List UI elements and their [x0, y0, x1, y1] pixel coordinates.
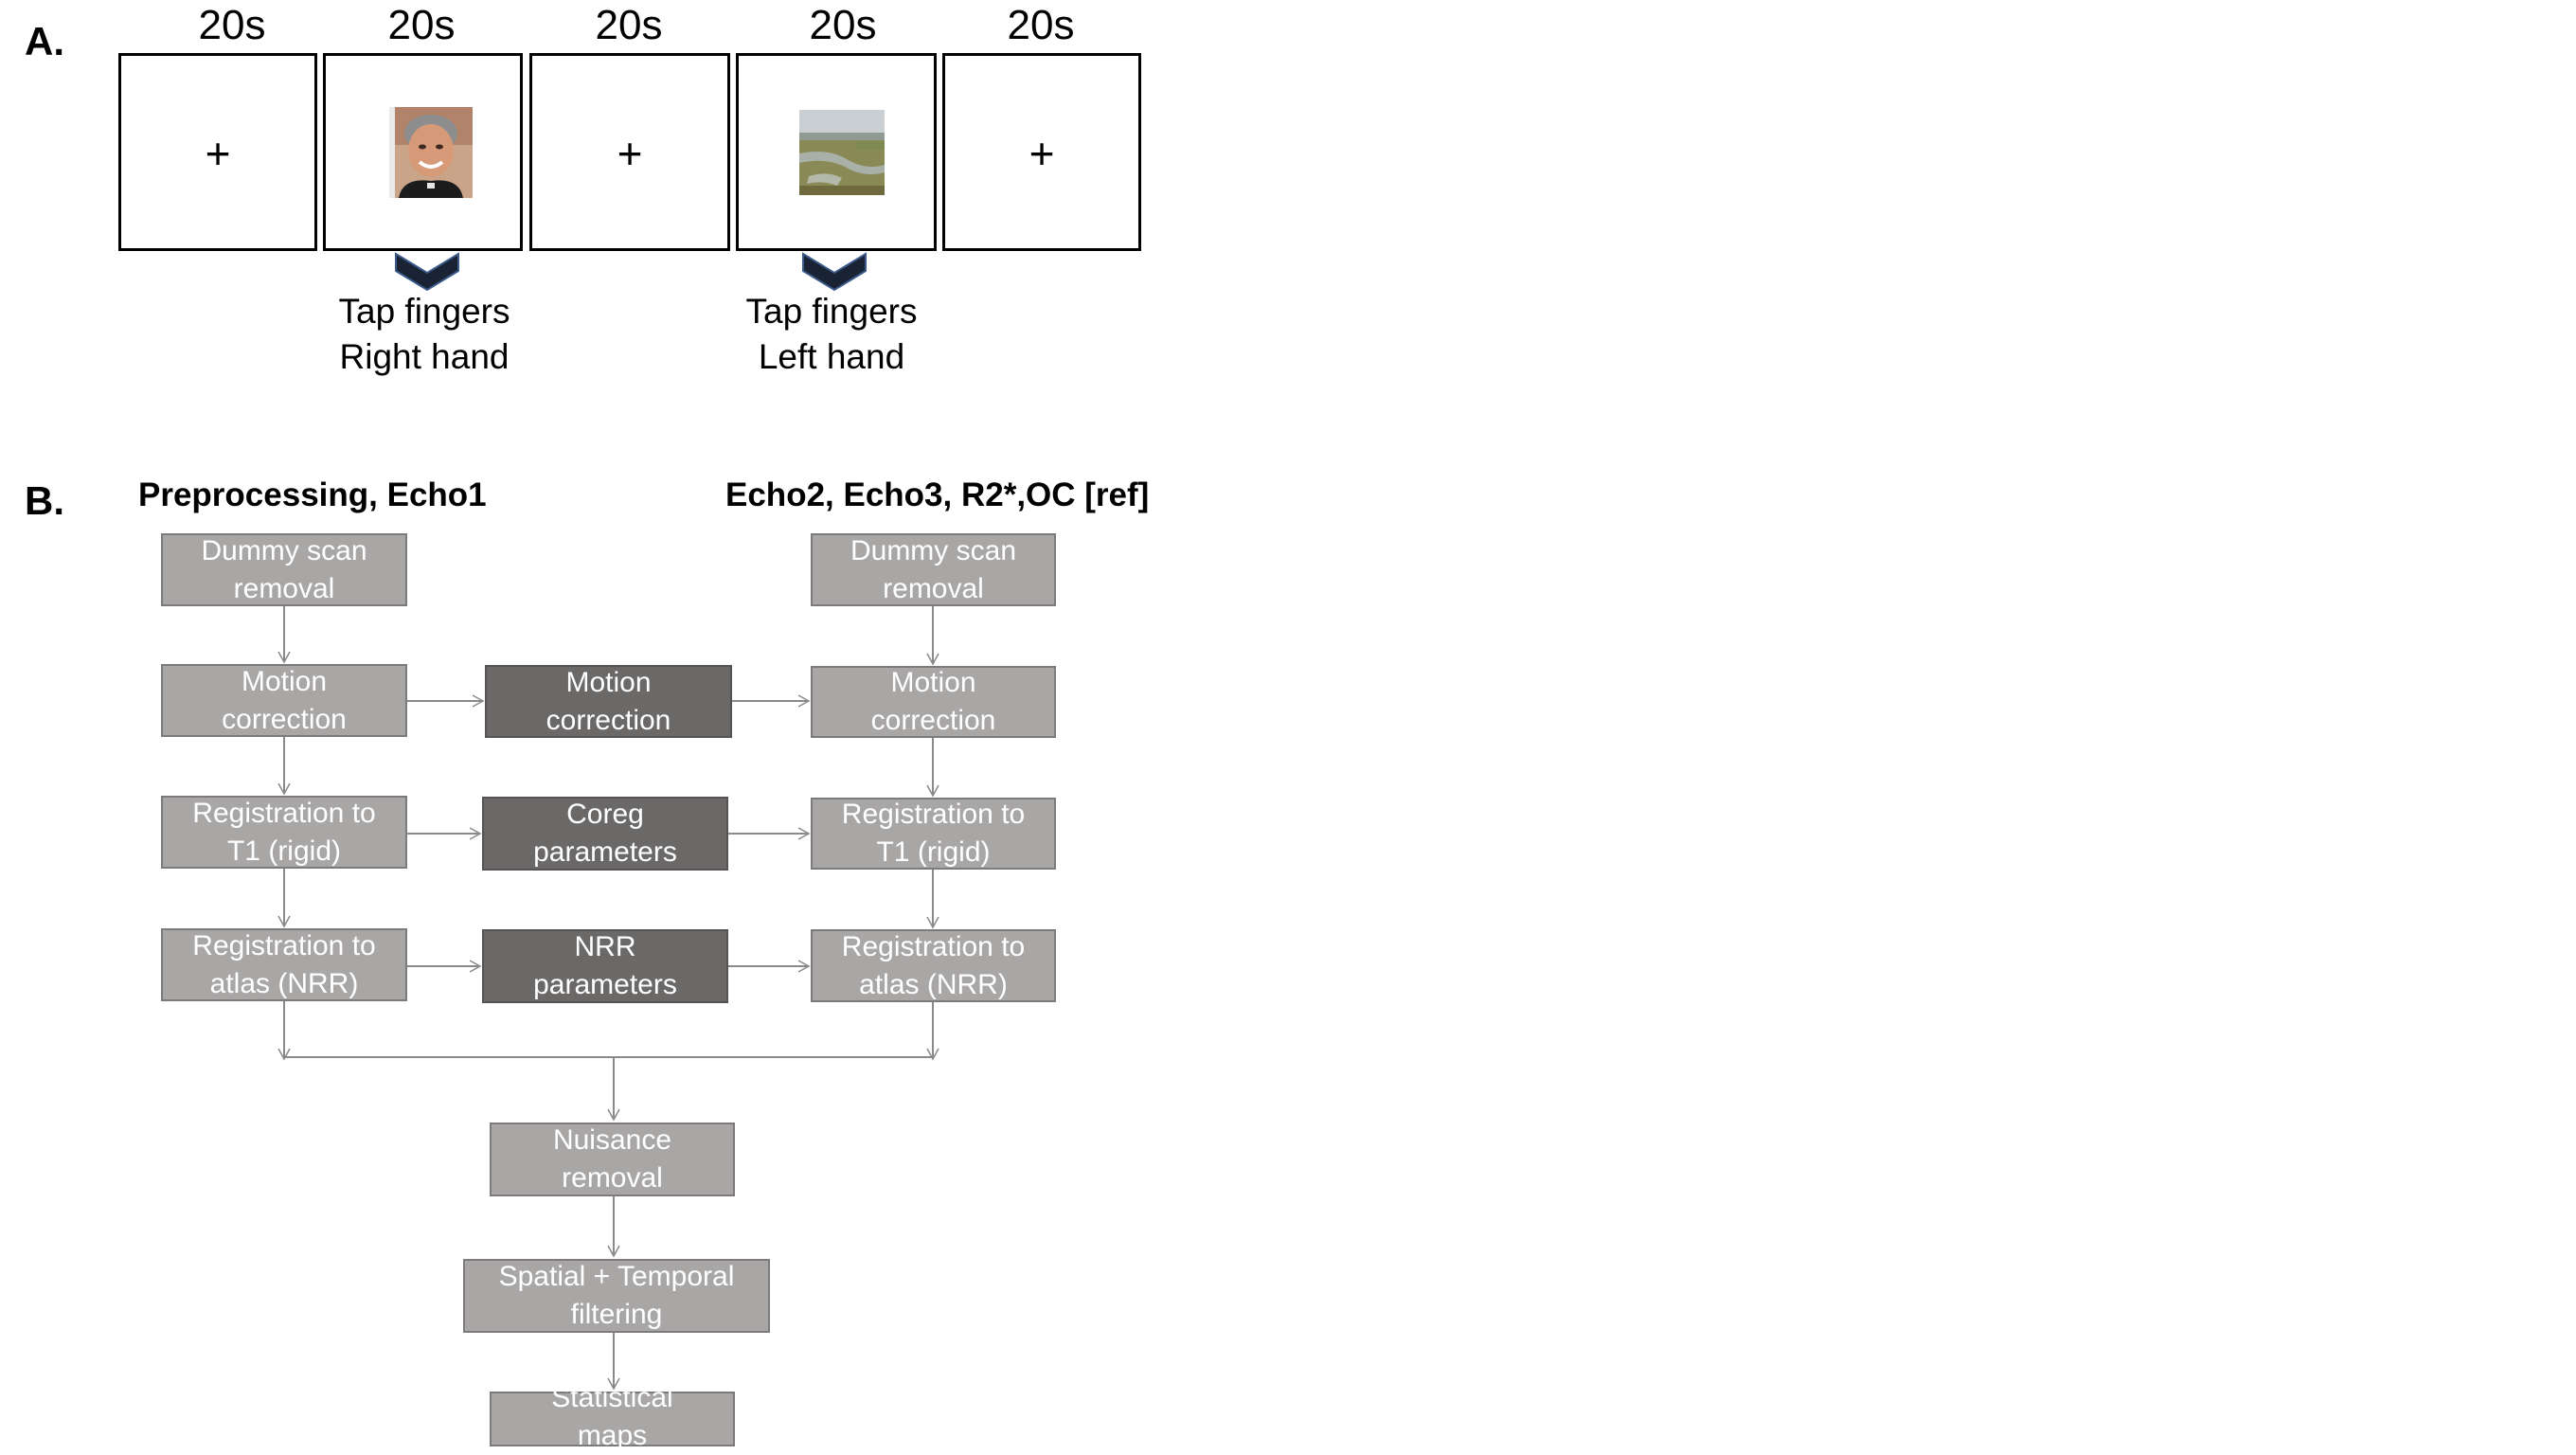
left-motion-correction: Motion correction	[161, 664, 407, 737]
right-registration-atlas: Registration to atlas (NRR)	[811, 929, 1056, 1002]
duration-label-2: 20s	[387, 2, 456, 48]
left-column-title: Preprocessing, Echo1	[138, 476, 487, 513]
chevron-down-icon	[802, 252, 867, 292]
fixation-cross: +	[1029, 129, 1055, 178]
box-label-line-1: Registration to	[192, 797, 376, 829]
box-label-line-1: Motion	[565, 666, 652, 698]
box-label-line-2: correction	[870, 705, 996, 736]
box-label-line-1: Registration to	[841, 930, 1026, 962]
box-label-line-2: removal	[562, 1162, 663, 1194]
box-label-line-2: correction	[546, 704, 671, 736]
box-label-line-2: T1 (rigid)	[876, 836, 991, 868]
fixation-cross: +	[617, 129, 643, 178]
box-label-line-1: NRR	[574, 931, 636, 962]
box-label-line-2: removal	[233, 572, 335, 604]
fixation-frame-1: +	[118, 53, 317, 251]
box-label-line-1: Motion	[890, 667, 976, 698]
duration-label-4: 20s	[809, 2, 877, 48]
middle-coreg-parameters: Coreg parameters	[482, 797, 728, 871]
box-label-line-1: Coreg	[566, 799, 644, 830]
left-registration-t1: Registration to T1 (rigid)	[161, 796, 407, 869]
right-hand-instruction-line-2: Right hand	[339, 337, 510, 376]
duration-label-5: 20s	[1007, 2, 1075, 48]
box-label-line-1: Dummy scan	[850, 534, 1017, 566]
fixation-cross: +	[205, 129, 231, 178]
box-label-line-2: removal	[883, 572, 984, 604]
box-label-line-2: atlas (NRR)	[859, 968, 1008, 1000]
panel-b-label: B.	[25, 478, 64, 523]
nuisance-removal: Nuisance removal	[490, 1123, 735, 1196]
box-label-line-2: maps	[577, 1420, 648, 1451]
box-label-line-2: correction	[222, 703, 347, 735]
middle-nrr-parameters: NRR parameters	[482, 929, 728, 1003]
panel-a-label: A.	[25, 19, 64, 63]
right-motion-correction: Motion correction	[811, 666, 1056, 738]
box-label-line-1: Dummy scan	[201, 534, 367, 566]
box-label-line-2: atlas (NRR)	[209, 967, 359, 999]
chevron-down-icon	[395, 252, 459, 292]
spatial-temporal-filtering: Spatial + Temporal filtering	[463, 1259, 770, 1333]
left-registration-atlas: Registration to atlas (NRR)	[161, 928, 407, 1001]
box-label-line-1: Registration to	[192, 929, 376, 961]
box-label-line-2: parameters	[533, 969, 677, 1000]
fixation-frame-2: +	[529, 53, 730, 251]
duration-label-1: 20s	[198, 2, 266, 48]
box-label-line-1: Registration to	[841, 799, 1026, 830]
face-stimulus-frame	[323, 53, 523, 251]
fixation-frame-3: +	[942, 53, 1141, 251]
statistical-maps: Statistical maps	[490, 1382, 735, 1451]
landscape-stimulus-frame	[736, 53, 937, 251]
left-dummy-scan-removal: Dummy scan removal	[161, 533, 407, 606]
left-hand-instruction-line-1: Tap fingers	[745, 292, 918, 331]
duration-label-3: 20s	[595, 2, 663, 48]
face-photo	[389, 107, 473, 198]
right-dummy-scan-removal: Dummy scan removal	[811, 533, 1056, 606]
box-label-line-2: T1 (rigid)	[226, 835, 341, 867]
box-label-line-2: parameters	[533, 836, 677, 868]
right-registration-t1: Registration to T1 (rigid)	[811, 798, 1056, 870]
right-column-title: Echo2, Echo3, R2*,OC [ref]	[725, 476, 1150, 513]
landscape-photo	[799, 110, 885, 195]
box-label-line-1: Motion	[241, 665, 328, 697]
box-label-line-1: Statistical	[551, 1382, 673, 1413]
left-hand-instruction-line-2: Left hand	[758, 337, 905, 376]
box-label-line-2: filtering	[570, 1299, 663, 1330]
box-label-line-1: Nuisance	[552, 1124, 672, 1156]
right-hand-instruction-line-1: Tap fingers	[338, 292, 510, 331]
box-label-line-1: Spatial + Temporal	[498, 1261, 735, 1292]
middle-motion-correction: Motion correction	[485, 665, 732, 738]
